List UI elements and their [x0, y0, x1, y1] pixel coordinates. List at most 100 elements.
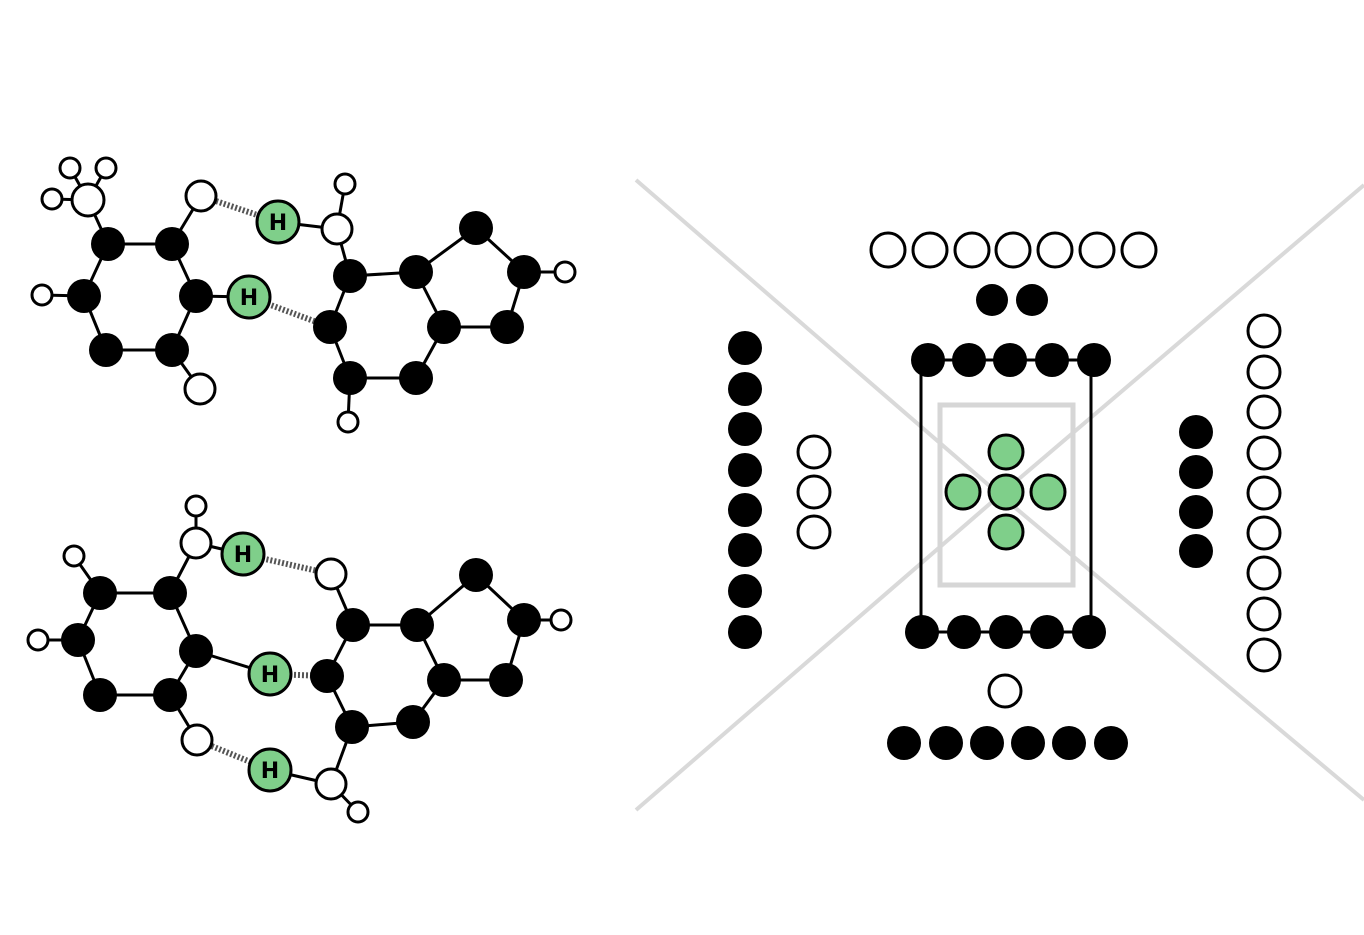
- carbon-atom: [905, 615, 939, 649]
- carbon-atom: [1035, 343, 1069, 377]
- outline-atom: [796, 514, 832, 550]
- outline-atom: [1120, 231, 1158, 269]
- carbon-atom: [313, 310, 347, 344]
- outline-atom: [30, 283, 54, 307]
- outline-atom: [40, 187, 64, 211]
- carbon-atom: [427, 310, 461, 344]
- carbon-atom: [459, 211, 493, 245]
- carbon-atom: [1077, 343, 1111, 377]
- carbon-atom: [993, 343, 1027, 377]
- outline-atom: [184, 179, 218, 213]
- carbon-atom: [155, 227, 189, 261]
- hydrogen-atom-cluster: [987, 433, 1025, 471]
- carbon-atom: [507, 255, 541, 289]
- carbon-atom: [83, 576, 117, 610]
- outline-atom: [911, 231, 949, 269]
- outline-atom: [1246, 515, 1282, 551]
- outline-atom: [62, 544, 86, 568]
- guide-line: [998, 183, 1364, 497]
- carbon-atom: [728, 533, 762, 567]
- outline-atom: [869, 231, 907, 269]
- carbon-atom: [728, 574, 762, 608]
- carbon-atom: [459, 558, 493, 592]
- carbon-atom: [952, 343, 986, 377]
- hydrogen-label: H: [261, 759, 279, 784]
- hydrogen-label: H: [269, 211, 287, 236]
- carbon-atom: [728, 412, 762, 446]
- carbon-atom: [396, 705, 430, 739]
- hydrogen-atom: [247, 651, 293, 697]
- outline-atom: [183, 372, 217, 406]
- guide-lines-group: [634, 178, 1364, 812]
- outline-atom: [94, 156, 118, 180]
- outline-atom: [58, 156, 82, 180]
- carbon-atom: [1179, 455, 1213, 489]
- carbon-atom: [1094, 726, 1128, 760]
- outline-atom: [1036, 231, 1074, 269]
- carbon-atom: [728, 331, 762, 365]
- outline-atom: [1246, 354, 1282, 390]
- carbon-atom: [929, 726, 963, 760]
- carbon-atom: [1011, 726, 1045, 760]
- outline-atom: [184, 494, 208, 518]
- outline-atom: [180, 723, 214, 757]
- carbon-atom: [728, 493, 762, 527]
- hydrogen-atom-cluster: [987, 473, 1025, 511]
- hydrogen-atom-cluster: [944, 473, 982, 511]
- outline-atom: [346, 800, 370, 824]
- hydrogen-bond-dotted-line: [242, 551, 332, 577]
- carbon-atom: [976, 284, 1008, 316]
- outline-atom: [1246, 555, 1282, 591]
- outline-atom: [1246, 637, 1282, 673]
- outline-atom: [953, 231, 991, 269]
- outline-atom: [796, 474, 832, 510]
- outline-atom: [549, 608, 573, 632]
- carbon-atom: [427, 663, 461, 697]
- carbon-atom: [67, 279, 101, 313]
- carbon-atom: [333, 361, 367, 395]
- carbon-atom: [399, 361, 433, 395]
- outline-atom: [320, 212, 354, 246]
- hydrogen-label: H: [240, 286, 258, 311]
- outline-atom: [26, 628, 50, 652]
- carbon-atom: [91, 227, 125, 261]
- outline-atom: [179, 526, 213, 560]
- outline-atom: [1246, 435, 1282, 471]
- carbon-atom: [1072, 615, 1106, 649]
- outline-atom: [1078, 231, 1116, 269]
- outline-atom: [994, 231, 1032, 269]
- carbon-atom: [1052, 726, 1086, 760]
- outline-atom: [333, 172, 357, 196]
- hydrogen-atom-cluster: [987, 513, 1025, 551]
- outline-atom: [336, 410, 360, 434]
- carbon-atom: [89, 333, 123, 367]
- carbon-atom: [1179, 495, 1213, 529]
- carbon-atom: [335, 710, 369, 744]
- carbon-atom: [887, 726, 921, 760]
- carbon-atom: [989, 615, 1023, 649]
- carbon-atom: [1179, 534, 1213, 568]
- outline-atom: [1246, 475, 1282, 511]
- carbon-atom: [310, 659, 344, 693]
- carbon-atom: [153, 678, 187, 712]
- inner-frame: [937, 402, 1076, 588]
- outline-atom: [70, 182, 106, 218]
- hydrogen-atom: [247, 747, 293, 793]
- hydrogen-label: H: [234, 543, 252, 568]
- carbon-atom: [490, 310, 524, 344]
- outline-atom: [553, 260, 577, 284]
- carbon-atom: [399, 255, 433, 289]
- carbon-atom: [728, 372, 762, 406]
- hydrogen-atom: [220, 531, 266, 577]
- guide-line: [998, 493, 1364, 802]
- carbon-atom: [489, 663, 523, 697]
- carbon-atom: [1179, 415, 1213, 449]
- carbon-atom: [947, 615, 981, 649]
- carbon-atom: [179, 634, 213, 668]
- outline-atom: [796, 434, 832, 470]
- outline-atom: [1246, 596, 1282, 632]
- carbon-atom: [1016, 284, 1048, 316]
- carbon-atom: [970, 726, 1004, 760]
